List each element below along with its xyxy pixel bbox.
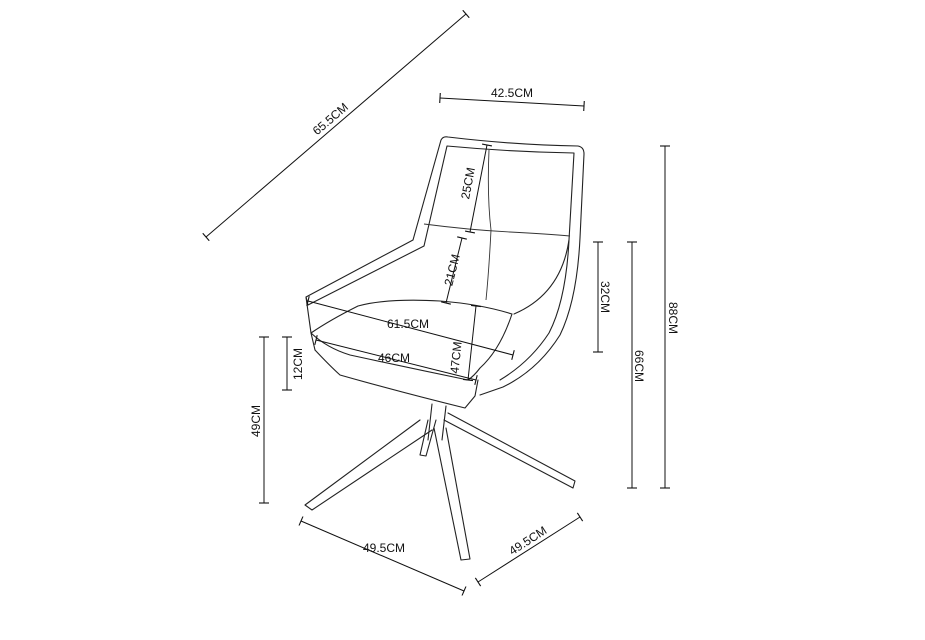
- label-seat-depth: 47CM: [447, 341, 464, 374]
- label-back-height: 66CM: [632, 350, 646, 382]
- leg-back: [419, 419, 437, 457]
- label-overall-width: 61.5CM: [387, 317, 429, 331]
- label-seat-height: 49CM: [249, 405, 263, 437]
- label-arm-height: 32CM: [598, 281, 612, 313]
- label-diag-width: 65.5CM: [310, 100, 351, 138]
- leg-front-left: [304, 419, 433, 511]
- right-armrest: [479, 237, 581, 396]
- dim-line-diagonal: [202, 9, 470, 242]
- left-armrest: [305, 239, 425, 306]
- label-seat-width: 46CM: [378, 351, 410, 365]
- dim-line-seat-width: [314, 335, 478, 385]
- dim-line-seat-depth: [462, 304, 482, 382]
- seat-cushion: [310, 299, 513, 381]
- backrest-tuft-vertical: [485, 149, 492, 301]
- dimension-labels: 65.5CM 42.5CM 25CM 21CM 32CM 88CM 66CM 6…: [249, 86, 680, 558]
- label-back-width: 42.5CM: [491, 86, 533, 100]
- label-back-upper: 25CM: [458, 166, 478, 200]
- backrest-cushion: [423, 145, 575, 315]
- dim-line-back-lower: [441, 236, 467, 305]
- leg-front: [433, 427, 471, 561]
- dim-line-base-right: [474, 512, 584, 587]
- dim-line-back-width: [439, 92, 585, 112]
- label-total-height: 88CM: [666, 302, 680, 334]
- label-base-left: 49.5CM: [363, 541, 405, 555]
- chair-outline: [304, 136, 585, 561]
- dim-line-base-left: [298, 516, 467, 596]
- backrest-tuft-horizontal: [423, 223, 571, 237]
- label-back-lower: 21CM: [441, 253, 462, 287]
- leg-back-right: [443, 412, 576, 489]
- dimension-lines: [202, 9, 670, 596]
- label-seat-thickness: 12CM: [291, 348, 305, 380]
- dim-line-back-upper: [464, 143, 493, 234]
